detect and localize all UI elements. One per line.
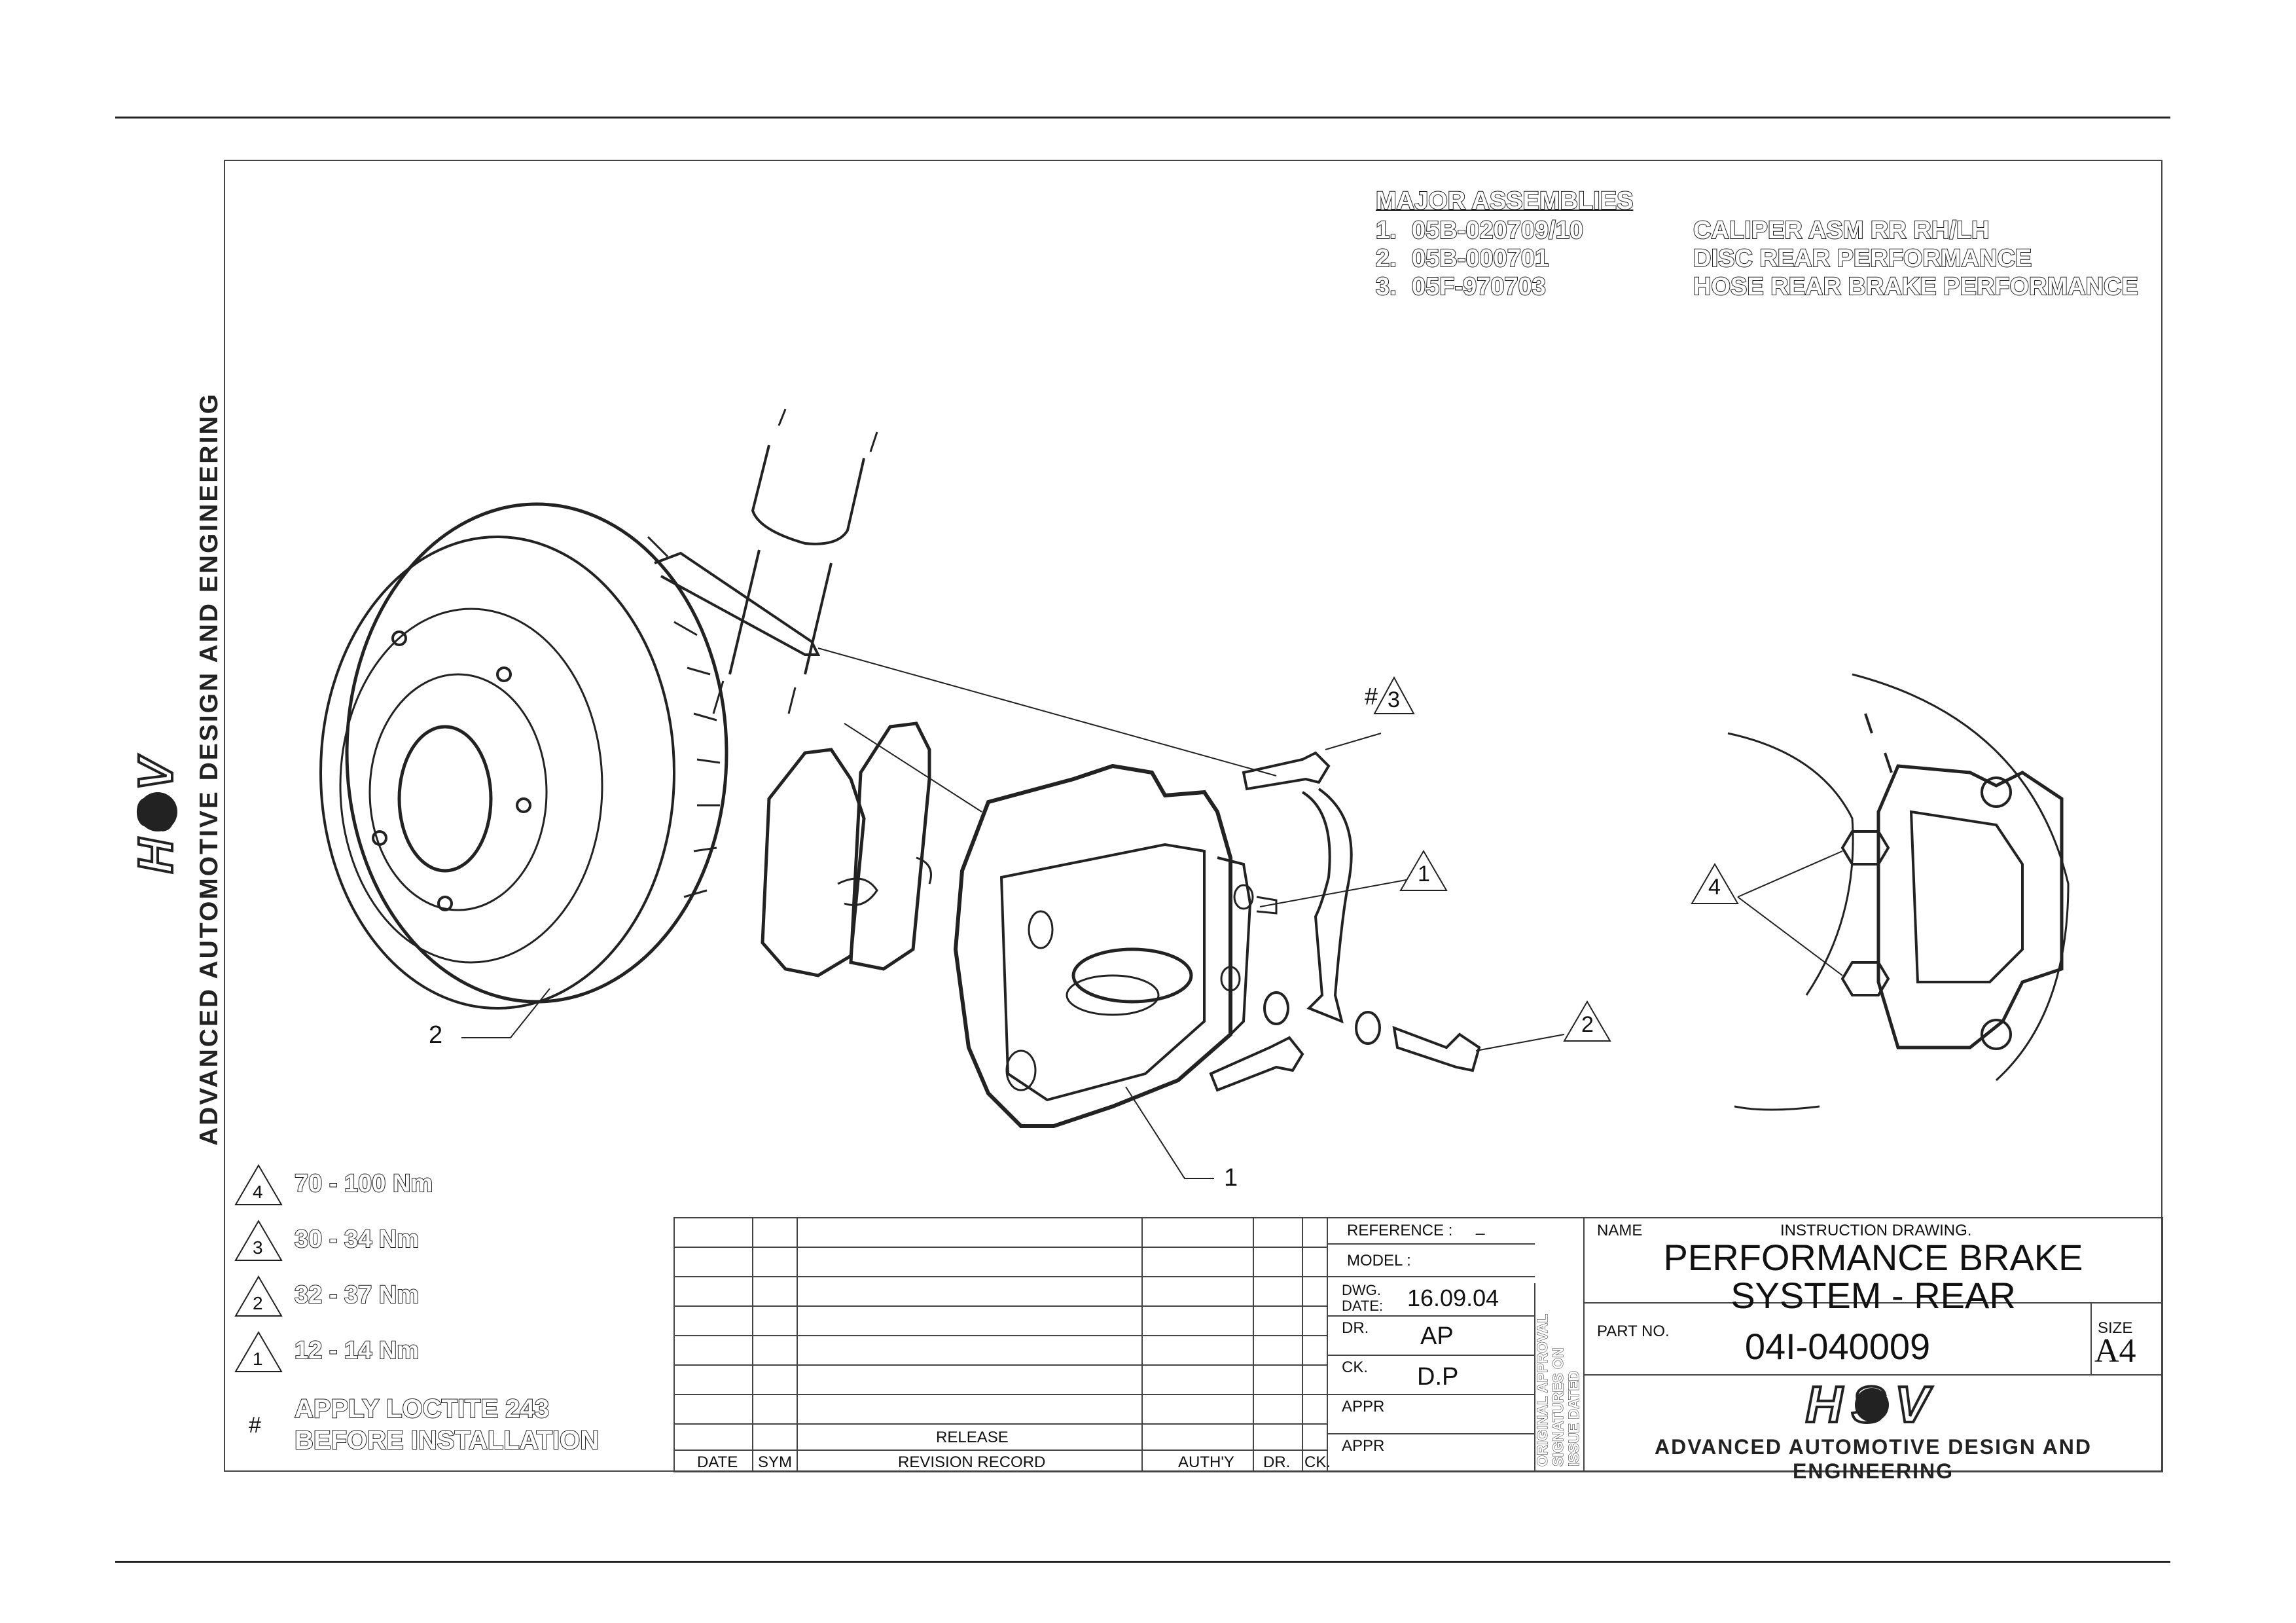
rev-header-sym: SYM bbox=[758, 1453, 793, 1471]
dwg-date-label-2: DATE: bbox=[1342, 1298, 1384, 1314]
legend-row: 2 32 - 37 Nm bbox=[229, 1273, 491, 1319]
appr1-label: APPR bbox=[1342, 1398, 1385, 1415]
assembly-desc: HOSE REAR BRAKE PERFORMANCE bbox=[1693, 272, 2139, 301]
appr2-label: APPR bbox=[1342, 1437, 1385, 1455]
signature-note-line3: ISSUE DATED bbox=[1566, 1370, 1583, 1467]
legend-row: 3 30 - 34 Nm bbox=[229, 1218, 491, 1264]
assembly-part: 05B-000701 bbox=[1411, 244, 1549, 273]
shock-absorber bbox=[712, 409, 878, 714]
size-value: A4 bbox=[2094, 1332, 2136, 1370]
ck-label: CK. bbox=[1342, 1359, 1369, 1376]
assembly-row: 2. 05B-000701 DISC REAR PERFORMANCE bbox=[1375, 244, 2161, 273]
legend-symbol: 1 bbox=[253, 1349, 263, 1369]
callout-torque-4: 4 bbox=[1708, 875, 1721, 900]
legend-text: 32 - 37 Nm bbox=[294, 1281, 420, 1309]
assembly-num: 1. bbox=[1375, 216, 1397, 245]
dwg-date-label-1: DWG. bbox=[1342, 1282, 1381, 1298]
drawing-title-line1: PERFORMANCE BRAKE bbox=[1663, 1237, 2083, 1278]
legend-text: 30 - 34 Nm bbox=[294, 1225, 420, 1254]
part-no-value: 04I-040009 bbox=[1744, 1326, 1931, 1367]
brake-pads bbox=[761, 721, 932, 977]
assembly-desc: DISC REAR PERFORMANCE bbox=[1693, 244, 2032, 273]
legend-text: 70 - 100 Nm bbox=[294, 1169, 433, 1198]
legend-symbol: 2 bbox=[253, 1293, 263, 1313]
model-label: MODEL : bbox=[1347, 1252, 1411, 1269]
brake-disc bbox=[319, 502, 728, 1010]
assembly-row: 1. 05B-020709/10 CALIPER ASM RR RH/LH bbox=[1375, 216, 2161, 245]
legend-row: 1 12 - 14 Nm bbox=[229, 1329, 491, 1375]
alignment-line bbox=[817, 647, 1277, 776]
callout-disc: 2 bbox=[429, 1021, 443, 1049]
callout-torque-3: 3 bbox=[1388, 687, 1400, 712]
title-block-tagline: ADVANCED AUTOMOTIVE DESIGN AND ENGINEERI… bbox=[1654, 1435, 2092, 1483]
callout-hash: # bbox=[1365, 683, 1378, 710]
instruction-label: INSTRUCTION DRAWING. bbox=[1780, 1222, 1972, 1239]
callout-torque-2: 2 bbox=[1581, 1012, 1594, 1037]
legend-text: 12 - 14 Nm bbox=[294, 1336, 420, 1365]
dwg-date-value: 16.09.04 bbox=[1407, 1285, 1499, 1311]
assembly-num: 2. bbox=[1375, 244, 1397, 273]
legend-row: 4 70 - 100 Nm bbox=[229, 1162, 491, 1208]
bolts bbox=[1209, 751, 1481, 1092]
legend-symbol: 4 bbox=[253, 1182, 263, 1202]
name-label: NAME bbox=[1597, 1222, 1643, 1239]
rev-header-dr: DR. bbox=[1263, 1453, 1291, 1471]
assembly-desc: CALIPER ASM RR RH/LH bbox=[1693, 216, 1990, 245]
callout-caliper: 1 bbox=[1224, 1164, 1238, 1192]
major-assemblies-heading: MAJOR ASSEMBLIES bbox=[1375, 187, 1634, 215]
legend-symbol: 3 bbox=[253, 1237, 263, 1258]
rev-header-ck: CK. bbox=[1304, 1453, 1331, 1471]
loctite-line2: BEFORE INSTALLATION bbox=[294, 1425, 600, 1455]
dr-value: AP bbox=[1420, 1322, 1454, 1350]
top-rule bbox=[115, 117, 2170, 119]
legend-triangles bbox=[234, 1164, 283, 1372]
rev-header-date: DATE bbox=[697, 1453, 738, 1471]
bottom-rule bbox=[115, 1561, 2170, 1563]
leader-lines bbox=[461, 733, 1843, 1179]
brake-caliper bbox=[953, 763, 1278, 1128]
brake-line bbox=[654, 551, 821, 656]
assembly-row: 3. 05F-970703 HOSE REAR BRAKE PERFORMANC… bbox=[1375, 272, 2161, 301]
drawing-title-line2: SYSTEM - REAR bbox=[1731, 1275, 2016, 1316]
part-no-label: PART NO. bbox=[1597, 1322, 1670, 1340]
signature-note: ORIGINAL APPROVAL SIGNATURES ON ISSUE DA… bbox=[1534, 1277, 1587, 1467]
release-label: RELEASE bbox=[936, 1429, 1009, 1446]
callout-torque-1: 1 bbox=[1418, 862, 1430, 886]
callout-triangles bbox=[1373, 676, 1739, 1042]
installed-view bbox=[1727, 673, 2070, 1111]
reference-label: REFERENCE : bbox=[1347, 1222, 1453, 1239]
alignment-line bbox=[844, 723, 982, 812]
hsv-logo: HSV bbox=[1804, 1380, 1930, 1432]
reference-value: _ bbox=[1476, 1218, 1485, 1235]
dr-label: DR. bbox=[1342, 1319, 1369, 1337]
assembly-num: 3. bbox=[1375, 272, 1397, 301]
rev-header-record: REVISION RECORD bbox=[898, 1453, 1046, 1471]
assembly-part: 05B-020709/10 bbox=[1411, 216, 1584, 245]
loctite-symbol: # bbox=[249, 1413, 261, 1438]
ck-value: D.P bbox=[1417, 1363, 1459, 1391]
brake-hose bbox=[1301, 788, 1353, 1024]
loctite-line1: APPLY LOCTITE 243 bbox=[294, 1394, 550, 1424]
hsv-logo-vertical: HSV bbox=[127, 749, 184, 875]
signature-note-line2: SIGNATURES ON bbox=[1550, 1347, 1567, 1467]
signature-note-line1: ORIGINAL APPROVAL bbox=[1534, 1313, 1551, 1467]
major-assemblies: MAJOR ASSEMBLIES 1. 05B-020709/10 CALIPE… bbox=[1375, 187, 2161, 301]
assembly-part: 05F-970703 bbox=[1411, 272, 1547, 301]
rev-header-auth: AUTH'Y bbox=[1178, 1453, 1234, 1471]
size-label: SIZE bbox=[2098, 1319, 2133, 1337]
